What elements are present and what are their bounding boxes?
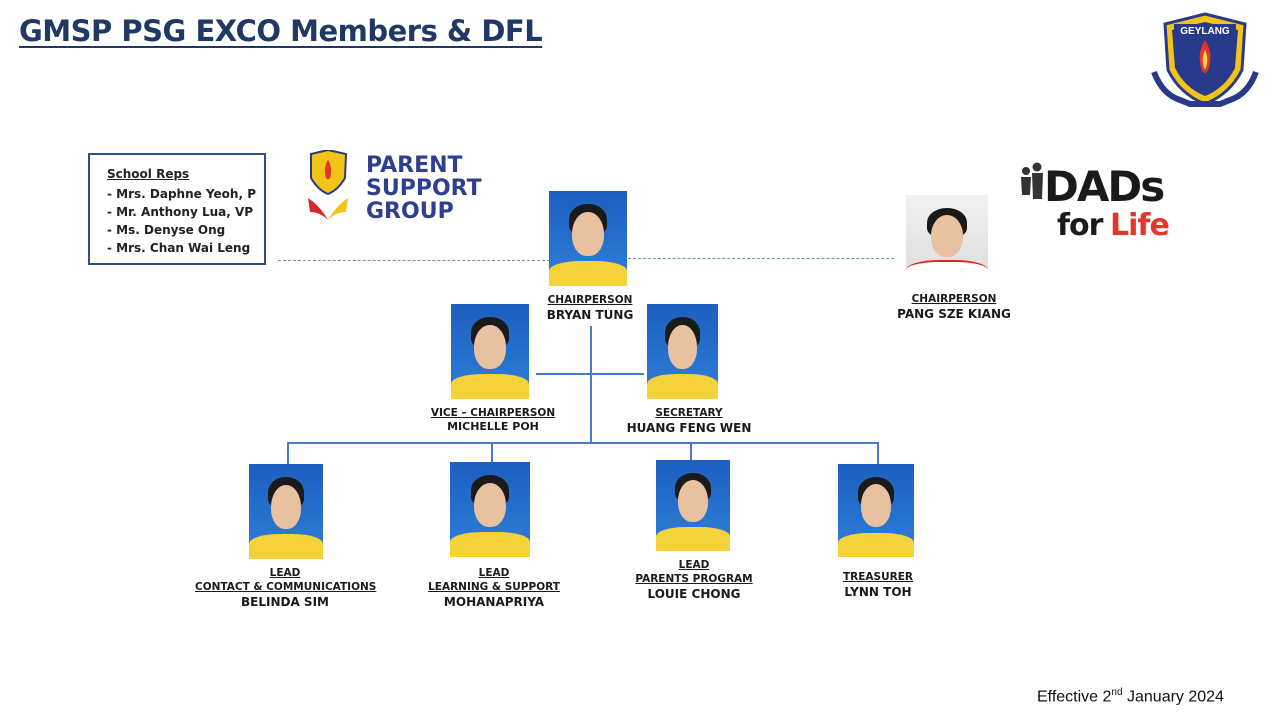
chairperson-label: CHAIRPERSON BRYAN TUNG bbox=[530, 293, 650, 323]
dfl-chairperson-photo bbox=[906, 195, 988, 286]
member-name: HUANG FENG WEN bbox=[626, 421, 752, 435]
connector-horizontal-bottom bbox=[287, 442, 878, 444]
role-title: SECRETARY bbox=[655, 407, 723, 419]
connector-drop bbox=[287, 442, 289, 464]
lead-learning-photo bbox=[450, 462, 530, 557]
connector-drop bbox=[877, 442, 879, 464]
dfl-logo-line2b: Life bbox=[1110, 208, 1169, 240]
member-name: BELINDA SIM bbox=[241, 595, 329, 609]
member-name: PANG SZE KIANG bbox=[897, 307, 1011, 321]
member-name: MOHANAPRIYA bbox=[443, 595, 545, 609]
dotted-link-line bbox=[278, 260, 550, 261]
treasurer-label: TREASURER LYNN TOH bbox=[818, 570, 938, 600]
connector-vertical-main bbox=[590, 326, 592, 443]
lead-learning-label: LEAD LEARNING & SUPPORT MOHANAPRIYA bbox=[419, 566, 569, 610]
secretary-label: SECRETARY HUANG FENG WEN bbox=[622, 406, 756, 436]
vice-chairperson-label: VICE – CHAIRPERSON MICHELLE POH bbox=[423, 406, 563, 434]
school-rep-item: - Mrs. Chan Wai Leng bbox=[107, 241, 251, 255]
role-title: VICE – CHAIRPERSON bbox=[430, 407, 556, 419]
member-name: BRYAN TUNG bbox=[546, 308, 634, 322]
page-title: GMSP PSG EXCO Members & DFL bbox=[19, 14, 543, 48]
lead-parents-photo bbox=[656, 460, 730, 551]
connector-drop bbox=[491, 442, 493, 462]
member-name: LOUIE CHONG bbox=[647, 587, 741, 601]
role-title: LEAD bbox=[678, 559, 710, 571]
vice-chairperson-photo bbox=[451, 304, 529, 399]
lead-contact-photo bbox=[249, 464, 323, 559]
secretary-photo bbox=[647, 304, 718, 399]
dfl-logo-line1: DADs bbox=[1044, 162, 1164, 211]
lead-parents-label: LEAD PARENTS PROGRAM LOUIE CHONG bbox=[624, 558, 764, 602]
dads-for-life-logo: DADs for Life bbox=[1021, 162, 1170, 240]
chairperson-photo bbox=[549, 191, 627, 286]
dfl-chairperson-label: CHAIRPERSON PANG SZE KIANG bbox=[894, 292, 1014, 322]
psg-logo-line3: GROUP bbox=[366, 199, 454, 222]
school-rep-item: - Mrs. Daphne Yeoh, P bbox=[107, 187, 256, 201]
lead-contact-label: LEAD CONTACT & COMMUNICATIONS BELINDA SI… bbox=[195, 566, 377, 610]
connector-drop bbox=[690, 442, 692, 460]
psg-logo-line1: PARENT bbox=[366, 153, 463, 178]
effective-post: January 2024 bbox=[1122, 688, 1224, 706]
role-subtitle: PARENTS PROGRAM bbox=[635, 573, 753, 585]
treasurer-photo bbox=[838, 464, 914, 557]
school-reps-box: School Reps - Mrs. Daphne Yeoh, P - Mr. … bbox=[88, 153, 266, 265]
dotted-link-line bbox=[628, 258, 894, 259]
school-rep-item: - Ms. Denyse Ong bbox=[107, 223, 226, 237]
effective-date: Effective 2nd January 2024 bbox=[1037, 687, 1224, 706]
school-crest-logo: GEYLANG bbox=[1151, 12, 1259, 107]
school-rep-item: - Mr. Anthony Lua, VP bbox=[107, 205, 254, 219]
member-name: LYNN TOH bbox=[844, 585, 912, 599]
role-title: LEAD bbox=[269, 567, 301, 579]
role-subtitle: CONTACT & COMMUNICATIONS bbox=[195, 581, 377, 593]
school-reps-header: School Reps bbox=[107, 167, 190, 181]
effective-sup: nd bbox=[1111, 687, 1123, 698]
role-title: TREASURER bbox=[843, 571, 913, 583]
connector-horizontal-mid bbox=[536, 373, 644, 375]
role-subtitle: LEARNING & SUPPORT bbox=[428, 581, 560, 593]
psg-logo-line2: SUPPORT bbox=[366, 176, 482, 201]
effective-pre: Effective 2 bbox=[1037, 688, 1112, 706]
crest-text: GEYLANG bbox=[1180, 26, 1230, 37]
member-name: MICHELLE POH bbox=[447, 420, 539, 433]
dfl-logo-line2a: for bbox=[1057, 208, 1104, 240]
parent-support-group-logo: PARENT SUPPORT GROUP bbox=[308, 150, 482, 222]
role-title: CHAIRPERSON bbox=[911, 293, 997, 305]
role-title: CHAIRPERSON bbox=[547, 294, 633, 306]
role-title: LEAD bbox=[478, 567, 510, 579]
